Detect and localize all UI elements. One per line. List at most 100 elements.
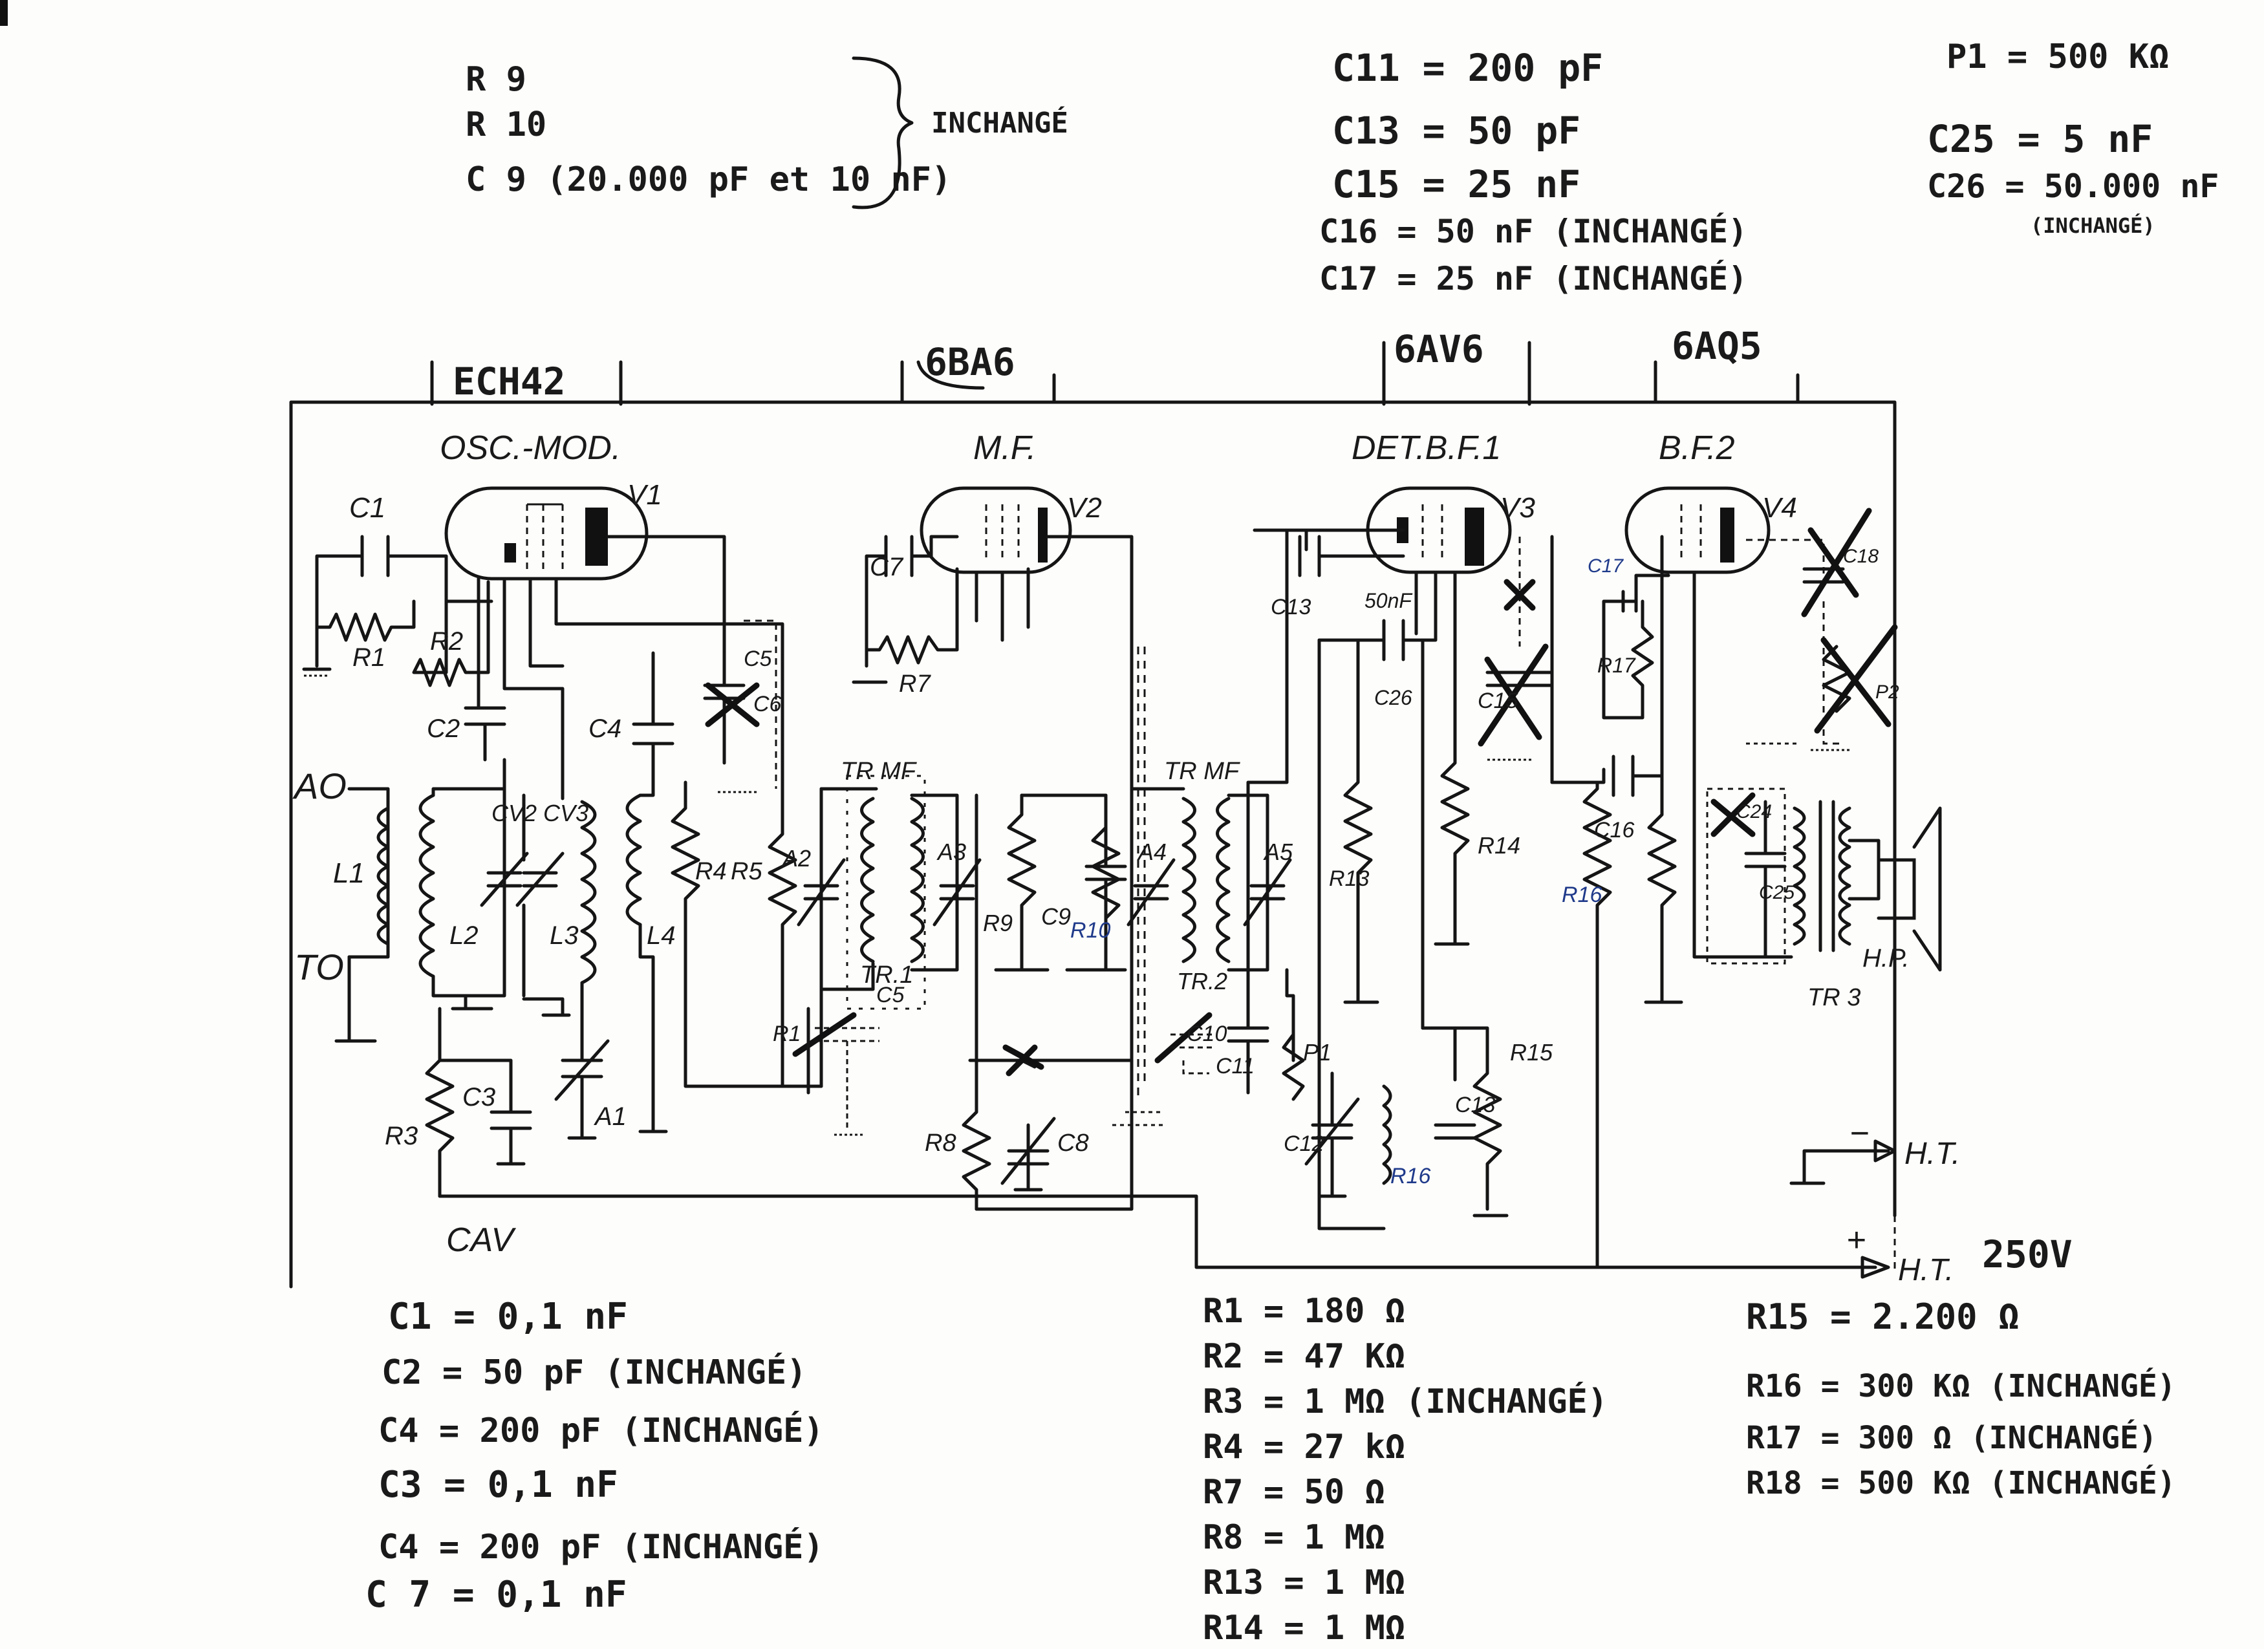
- label-notes-bottom_middle-7: R14 = 1 MΩ: [1203, 1609, 1405, 1647]
- label-notes-bottom_left-1: C2 = 50 pF (INCHANGÉ): [382, 1353, 806, 1392]
- label-components-plus: +: [1846, 1221, 1866, 1259]
- label-components-r17: R17: [1597, 654, 1636, 677]
- label-components-c13: C13: [1455, 1093, 1495, 1117]
- label-components-c25: C25: [1759, 882, 1795, 903]
- label-components-c12: C12: [1284, 1132, 1324, 1156]
- label-components-c26: C26: [1374, 686, 1412, 709]
- label-components-a2: A2: [781, 845, 811, 872]
- tube-v1-ech42: V1: [444, 479, 662, 581]
- note-bottom-middle: R1 = 180 Ω R2 = 47 KΩ R3 = 1 MΩ (INCHANG…: [1203, 1292, 1608, 1647]
- label-notes-top_right-0: P1 = 500 KΩ: [1946, 38, 2169, 76]
- label-components-c7: C7: [870, 553, 904, 581]
- c7-symbol: [884, 535, 914, 577]
- label-tubes-2-type: 6AV6: [1394, 327, 1484, 371]
- label-notes-bottom_middle-3: R4 = 27 kΩ: [1203, 1428, 1405, 1466]
- label-components-c1: C1: [349, 492, 385, 524]
- label-components-trmf1: TR MF: [841, 758, 917, 785]
- label-components-tr1: TR.1: [860, 961, 913, 989]
- label-notes-top_left-2: C 9 (20.000 pF et 10 nF): [466, 160, 951, 199]
- label-notes-top_middle-3: C16 = 50 nF (INCHANGÉ): [1319, 212, 1747, 250]
- label-components-r8: R8: [925, 1130, 956, 1157]
- label-tubes-3-ref: V4: [1762, 492, 1797, 524]
- label-components-c5: C5: [876, 983, 905, 1007]
- label-components-a3: A3: [936, 839, 966, 865]
- label-components-r5: R5: [731, 858, 762, 885]
- label-components-antenna: AO: [292, 766, 347, 806]
- label-components-c2: C2: [427, 714, 460, 743]
- note-top-right: P1 = 500 KΩ C25 = 5 nF C26 = 50.000 nF (…: [1927, 38, 2219, 238]
- label-components-r14: R14: [1478, 832, 1520, 859]
- label-components-r1: R1: [773, 1022, 801, 1046]
- label-components-minus: −: [1849, 1115, 1869, 1152]
- label-notes-bottom_right-0: R15 = 2.200 Ω: [1746, 1296, 2020, 1337]
- label-notes-top_left-0: R 9: [466, 60, 526, 99]
- label-components-a1: A1: [594, 1102, 627, 1131]
- note-top-middle: C11 = 200 pF C13 = 50 pF C15 = 25 nF C16…: [1319, 46, 1747, 297]
- label-components-cap_50nf: 50nF: [1364, 589, 1413, 612]
- label-components-c16: C16: [1594, 818, 1634, 842]
- label-components-c11: C11: [1216, 1054, 1255, 1078]
- label-components-c15: C15: [1478, 689, 1518, 713]
- label-notes-top_right-3: (INCHANGÉ): [2031, 213, 2155, 238]
- label-notes-bottom_middle-6: R13 = 1 MΩ: [1203, 1563, 1405, 1602]
- label-components-trmf2: TR MF: [1164, 758, 1240, 785]
- label-tubes-2-ref: V3: [1500, 492, 1535, 524]
- label-components-l4: L4: [647, 921, 676, 950]
- label-notes-top_right-1: C25 = 5 nF: [1927, 117, 2153, 161]
- mf-stage: A2 TR MF TR.1 A3 C5 R1 C7 R7 R9 C9 R10: [773, 535, 1134, 1211]
- label-notes-bottom_middle-5: R8 = 1 MΩ: [1203, 1518, 1385, 1557]
- label-components-r1: R1: [352, 643, 385, 672]
- stage-label-bf2: B.F.2: [1659, 429, 1735, 467]
- bf2-stage: R16 C16 C17 R17 C25 C24 TR 3 H.P. C18 P2: [1550, 508, 2073, 1287]
- label-components-c18: C18: [1843, 546, 1879, 567]
- label-components-c4: C4: [588, 714, 621, 743]
- label-components-p2: P2: [1875, 681, 1899, 703]
- label-notes-top_middle-0: C11 = 200 pF: [1332, 46, 1603, 90]
- label-tubes-1-type: 6BA6: [925, 340, 1015, 384]
- label-components-c13: C13: [1271, 595, 1311, 619]
- label-components-earth: TO: [294, 947, 344, 987]
- tube-v4-6aq5: V4: [1624, 486, 1797, 574]
- label-tubes-3-type: 6AQ5: [1672, 324, 1762, 368]
- tube-v3-6av6: V3: [1366, 486, 1535, 574]
- label-notes-top_middle-1: C13 = 50 pF: [1332, 109, 1580, 153]
- label-components-r2: R2: [430, 627, 463, 656]
- label-notes-bottom_left-3: C3 = 0,1 nF: [378, 1464, 618, 1506]
- label-components-c9: C9: [1041, 903, 1071, 930]
- label-components-c3: C3: [462, 1083, 495, 1111]
- note-top-left: R 9 R 10 C 9 (20.000 pF et 10 nF) INCHAN…: [466, 56, 1068, 209]
- label-notes-bottom_left-0: C1 = 0,1 nF: [388, 1296, 628, 1338]
- label-notes-bottom_middle-1: R2 = 47 KΩ: [1203, 1337, 1405, 1376]
- label-components-ht_plus: H.T.: [1898, 1253, 1954, 1287]
- label-notes-top_middle-4: C17 = 25 nF (INCHANGÉ): [1319, 259, 1747, 297]
- label-notes-bottom_left-5: C 7 = 0,1 nF: [365, 1574, 627, 1616]
- v1-stage: C1 R1 R2 C2 AO TO L1 L2 CV2 CV3 L3: [292, 492, 1877, 1269]
- note-bottom-left: C1 = 0,1 nF C2 = 50 pF (INCHANGÉ) C4 = 2…: [365, 1296, 824, 1616]
- label-components-c10: C10: [1187, 1022, 1227, 1046]
- label-notes-bottom_right-1: R16 = 300 KΩ (INCHANGÉ): [1746, 1368, 2176, 1404]
- label-components-c8: C8: [1057, 1130, 1089, 1157]
- det-bf1-stage: C13 50nF C26 R13 R14 C15 R15 C13 C12 R16: [1246, 528, 1554, 1230]
- label-notes-top_middle-2: C15 = 25 nF: [1332, 162, 1580, 206]
- label-components-cv3: CV3: [543, 800, 588, 826]
- mf-stage-2: TR MF A4 A5 TR.2 C10 C11 P1: [1112, 647, 1331, 1126]
- label-components-l2: L2: [449, 921, 479, 950]
- label-components-r7: R7: [899, 670, 931, 698]
- label-components-tr3: TR 3: [1807, 984, 1860, 1011]
- label-components-r16: R16: [1390, 1164, 1430, 1188]
- tube-v2-6ba6: V2: [920, 486, 1102, 574]
- label-notes-top_right-2: C26 = 50.000 nF: [1927, 167, 2219, 205]
- chassis-frame: [289, 400, 1897, 1289]
- label-notes-top_left-1: R 10: [466, 105, 546, 144]
- label-components-speaker: H.P.: [1862, 944, 1910, 972]
- stage-label-det-bf1: DET.B.F.1: [1352, 429, 1501, 467]
- label-components-voltage: 250V: [1982, 1232, 2073, 1276]
- label-components-c24: C24: [1736, 801, 1772, 822]
- label-components-l3: L3: [550, 921, 579, 950]
- label-components-r13: R13: [1329, 866, 1369, 891]
- label-components-r15: R15: [1510, 1039, 1553, 1066]
- note-bottom-right: R15 = 2.200 Ω R16 = 300 KΩ (INCHANGÉ) R1…: [1746, 1296, 2176, 1501]
- label-tubes-0-ref: V1: [627, 479, 662, 511]
